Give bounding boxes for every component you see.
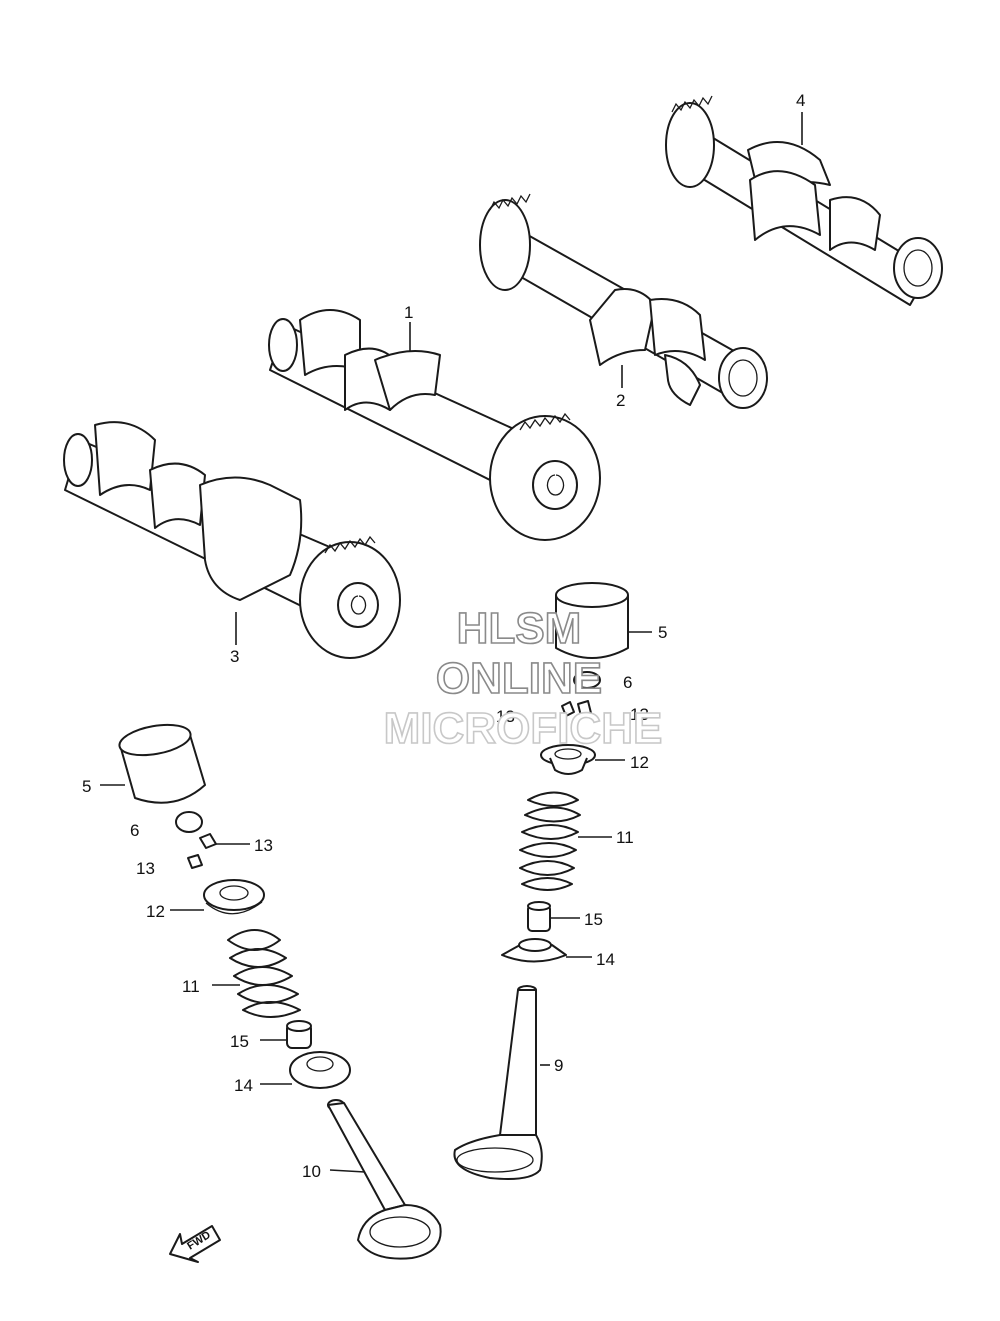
callout-2: 2	[616, 391, 625, 410]
callout-9: 9	[554, 1056, 563, 1075]
callout-6-right: 6	[623, 673, 632, 692]
callout-5-right: 5	[658, 623, 667, 642]
callout-12-right: 12	[630, 753, 649, 772]
watermark-line-2: ONLINE	[436, 654, 602, 703]
retainer-12-right[interactable]	[540, 744, 596, 775]
watermark-line-1: HLSM	[457, 604, 582, 653]
callout-14-left: 14	[234, 1076, 253, 1095]
seat-14-right[interactable]	[501, 938, 567, 963]
callout-13-right-a: 13	[496, 707, 515, 726]
callout-15-left: 15	[230, 1032, 249, 1051]
callout-1: 1	[404, 303, 413, 322]
valve-10[interactable]	[327, 1099, 442, 1260]
callout-6-left: 6	[130, 821, 139, 840]
tappet-5-right[interactable]	[555, 582, 629, 659]
seal-15-right[interactable]	[527, 901, 551, 932]
callout-15-right: 15	[584, 910, 603, 929]
valve-9[interactable]	[453, 985, 543, 1180]
callout-4: 4	[796, 91, 805, 110]
retainer-12-left[interactable]	[203, 879, 265, 915]
camshaft-2[interactable]	[479, 193, 768, 409]
callout-14-right: 14	[596, 950, 615, 969]
watermark: HLSM ONLINE MICROFICHE	[383, 603, 663, 754]
callout-5-left: 5	[82, 777, 91, 796]
camshaft-3[interactable]	[63, 421, 401, 659]
callout-10: 10	[302, 1162, 321, 1181]
callout-13-left-a: 13	[254, 836, 273, 855]
leader-lines	[100, 112, 803, 1173]
camshaft-1[interactable]	[268, 309, 601, 541]
shim-6-left[interactable]	[175, 811, 203, 833]
callout-12-left: 12	[146, 902, 165, 921]
callout-11-left: 11	[182, 977, 200, 996]
spring-11-right[interactable]	[519, 791, 581, 891]
camshaft-4[interactable]	[665, 95, 943, 306]
callout-3: 3	[230, 647, 239, 666]
tappet-5-left[interactable]	[117, 720, 206, 804]
cotter-13-right[interactable]	[561, 700, 592, 717]
callout-13-right-b: 13	[630, 705, 649, 724]
callout-11-right: 11	[616, 828, 634, 847]
callout-labels: 4 1 2 3 5 6 13 13 12 11 15 14 9 5 6 13 1…	[82, 91, 805, 1181]
callout-13-left-b: 13	[136, 859, 155, 878]
seal-15-left[interactable]	[286, 1020, 312, 1049]
shim-6-right[interactable]	[573, 671, 601, 689]
spring-11-left[interactable]	[227, 929, 301, 1018]
seat-14-left[interactable]	[289, 1051, 351, 1089]
fwd-arrow-icon: FWD	[169, 1225, 221, 1263]
watermark-line-3: MICROFICHE	[384, 704, 663, 753]
cotter-13-left[interactable]	[187, 833, 217, 869]
